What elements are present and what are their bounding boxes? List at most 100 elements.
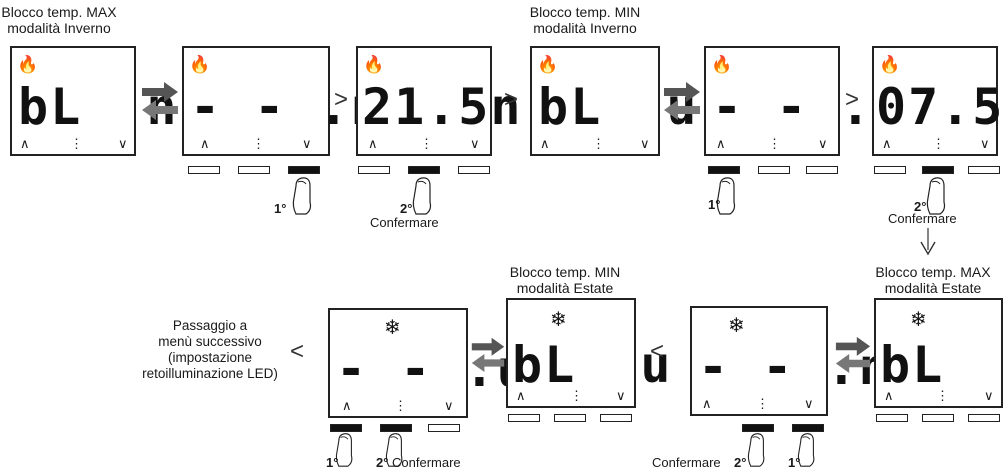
- button-down[interactable]: [428, 424, 460, 432]
- button-mid[interactable]: [758, 166, 790, 174]
- confirm-label: Confermare: [392, 455, 461, 470]
- flame-icon: 🔥: [879, 55, 901, 74]
- up-arrow-icon: ∧: [20, 136, 30, 151]
- up-arrow-icon: ∧: [368, 136, 378, 151]
- down-arrow-icon: ∨: [302, 136, 312, 151]
- confirm-label: Confermare: [370, 215, 439, 230]
- up-arrow-icon: ∧: [200, 136, 210, 151]
- lcd-screen-max-summer-edit: ❄ - - .n ∧ ⋮ ∨: [690, 306, 889, 416]
- double-arrow-icon: [664, 82, 700, 120]
- menu-dots-icon: ⋮: [70, 136, 83, 151]
- menu-dots-icon: ⋮: [592, 136, 605, 151]
- softkey-labels: ∧ ⋮ ∨: [874, 136, 996, 152]
- double-arrow-icon: [835, 336, 871, 373]
- down-arrow-icon: ∨: [984, 388, 994, 403]
- up-arrow-icon: ∧: [516, 388, 526, 403]
- up-arrow-icon: ∧: [702, 396, 712, 411]
- softkey-labels: ∧ ⋮ ∨: [876, 388, 1001, 404]
- arrow-icon: <: [290, 338, 305, 365]
- button-down[interactable]: [458, 166, 490, 174]
- menu-dots-icon: ⋮: [570, 388, 583, 403]
- finger-icon: [335, 433, 353, 467]
- lcd-screen-block-max-summer: ❄ bL n ∧ ⋮ ∨: [874, 298, 1003, 408]
- swap-arrows: [834, 334, 872, 379]
- lcd-screen-min-winter-value: 🔥 07.5u ∧ ⋮ ∨: [872, 46, 1003, 156]
- lcd-screen-min-winter-edit: 🔥 - - .u ∧ ⋮ ∨: [704, 46, 903, 156]
- button-up[interactable]: [508, 414, 540, 422]
- button-down[interactable]: [968, 414, 1000, 422]
- button-down-pressed[interactable]: [792, 424, 824, 432]
- menu-dots-icon: ⋮: [394, 398, 407, 413]
- down-arrow-icon: ∨: [818, 136, 828, 151]
- down-arrow-icon: ∨: [118, 136, 128, 151]
- arrow-icon: <: [650, 338, 665, 365]
- button-up-pressed[interactable]: [330, 424, 362, 432]
- lcd-screen-block-min-summer: ❄ bL u ∧ ⋮ ∨: [506, 298, 671, 408]
- finger-icon: [747, 433, 765, 467]
- lcd-screen-min-summer-edit: ❄ - - .u ∧ ⋮ ∨: [328, 308, 527, 418]
- up-arrow-icon: ∧: [884, 388, 894, 403]
- menu-dots-icon: ⋮: [756, 396, 769, 411]
- lcd-display: bL u: [512, 336, 673, 394]
- softkey-labels: ∧ ⋮ ∨: [532, 136, 658, 152]
- button-up[interactable]: [876, 414, 908, 422]
- button-mid-pressed[interactable]: [380, 424, 412, 432]
- down-arrow-icon: ∨: [804, 396, 814, 411]
- arrow-icon: >: [504, 86, 519, 113]
- step-ordinal: 2°: [914, 199, 927, 214]
- button-mid[interactable]: [922, 414, 954, 422]
- swap-arrows: [662, 80, 702, 125]
- flame-icon: 🔥: [189, 55, 211, 74]
- button-up[interactable]: [874, 166, 906, 174]
- down-arrow-icon: ∨: [980, 136, 990, 151]
- finger-icon: [412, 177, 432, 215]
- softkey-labels: ∧ ⋮ ∨: [12, 136, 134, 152]
- arrow-icon: >: [334, 86, 349, 113]
- button-up-pressed[interactable]: [708, 166, 740, 174]
- step-ordinal: 2°: [734, 455, 747, 470]
- swap-arrows: [140, 80, 180, 125]
- button-up[interactable]: [188, 166, 220, 174]
- up-arrow-icon: ∧: [882, 136, 892, 151]
- lcd-display: - - .n: [190, 78, 383, 136]
- button-up[interactable]: [358, 166, 390, 174]
- button-mid-pressed[interactable]: [922, 166, 954, 174]
- lcd-display: bL n: [880, 336, 945, 394]
- flame-icon: 🔥: [537, 55, 559, 74]
- step-ordinal: 1°: [708, 197, 721, 212]
- button-down[interactable]: [968, 166, 1000, 174]
- caption-max-summer: Blocco temp. MAX modalità Estate: [875, 264, 991, 296]
- softkey-labels: ∧ ⋮ ∨: [508, 388, 634, 404]
- caption-min-summer: Blocco temp. MIN modalità Estate: [509, 264, 621, 296]
- button-mid-pressed[interactable]: [742, 424, 774, 432]
- button-down[interactable]: [806, 166, 838, 174]
- button-down-pressed[interactable]: [288, 166, 320, 174]
- button-mid[interactable]: [238, 166, 270, 174]
- lcd-screen-max-winter-value: 🔥 21.5n ∧ ⋮ ∨: [356, 46, 521, 156]
- step-ordinal: 1°: [274, 201, 287, 216]
- down-arrow-icon: ∨: [616, 388, 626, 403]
- button-mid[interactable]: [554, 414, 586, 422]
- down-arrow-icon: ∨: [640, 136, 650, 151]
- menu-dots-icon: ⋮: [932, 136, 945, 151]
- down-arrow-icon: ∨: [470, 136, 480, 151]
- softkey-labels: ∧ ⋮ ∨: [692, 396, 826, 412]
- step-ordinal: 2°: [400, 201, 413, 216]
- snowflake-icon: ❄: [728, 315, 745, 337]
- double-arrow-icon: [142, 82, 178, 120]
- softkey-labels: ∧ ⋮ ∨: [184, 136, 328, 152]
- flame-icon: 🔥: [363, 55, 385, 74]
- button-mid-pressed[interactable]: [408, 166, 440, 174]
- up-arrow-icon: ∧: [342, 398, 352, 413]
- confirm-label: Confermare: [888, 211, 957, 226]
- menu-dots-icon: ⋮: [420, 136, 433, 151]
- lcd-display: 21.5n: [362, 78, 523, 136]
- softkey-labels: ∧ ⋮ ∨: [358, 136, 490, 152]
- finger-icon: [716, 177, 736, 215]
- finger-icon: [926, 177, 946, 215]
- finger-icon: [385, 433, 403, 467]
- button-down[interactable]: [600, 414, 632, 422]
- up-arrow-icon: ∧: [540, 136, 550, 151]
- finger-icon: [797, 433, 815, 467]
